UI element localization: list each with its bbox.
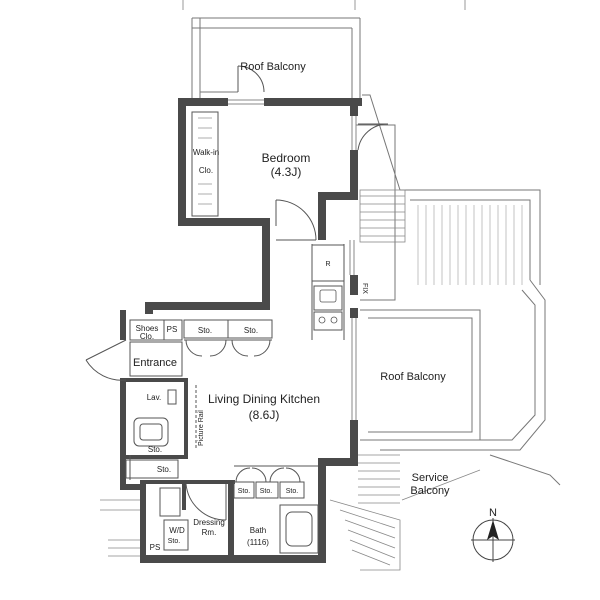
stove-icon: [318, 289, 338, 324]
entrance-label: Entrance: [133, 357, 177, 369]
ps-top-label: PS: [167, 325, 178, 334]
roof-balcony-right-outline: [355, 94, 561, 486]
top-cut-lines: [182, 0, 466, 10]
walk-in-label-a: Walk-in: [193, 148, 219, 157]
dressing-label-a: Dressing: [193, 518, 225, 527]
walk-in-label-b: Clo.: [199, 166, 213, 175]
roof-balcony-top-outline: [191, 17, 361, 100]
sto-label-2: Sto.: [244, 326, 258, 335]
closet-rod: [198, 117, 212, 205]
service-balcony-label-b: Balcony: [410, 485, 450, 497]
service-balcony-steps: [329, 454, 481, 571]
bottom-left-strip: [100, 499, 145, 557]
shoes-label-a: Shoes: [136, 324, 159, 333]
roof-balcony-right-label: Roof Balcony: [380, 371, 446, 383]
room-labels: Roof Balcony Bedroom (4.3J) Walk-in Clo.…: [133, 61, 450, 552]
bedroom-label: Bedroom: [262, 151, 311, 165]
windows: [228, 99, 357, 420]
lav-label: Lav.: [147, 393, 162, 402]
picture-rail-label: Picture Rail: [198, 410, 205, 446]
sto-label-4: Sto.: [157, 465, 171, 474]
sto-label-7: Sto.: [286, 488, 299, 495]
sto-label-6: Sto.: [260, 488, 273, 495]
ps-bottom-label: PS: [150, 543, 161, 552]
door-swings: [85, 65, 389, 521]
ldk-size-label: (8.6J): [249, 408, 280, 422]
steps-top-right: [359, 189, 406, 243]
walls: [120, 98, 362, 563]
refrigerator-label: R: [325, 261, 330, 268]
interior-lines: [125, 111, 345, 554]
fix-label: FIX: [361, 283, 368, 294]
compass-north-label: N: [489, 507, 497, 519]
deck-lines-right: [417, 205, 523, 285]
north-compass: N: [471, 507, 515, 562]
service-balcony-label-a: Service: [412, 472, 449, 484]
sto-label-1: Sto.: [198, 326, 212, 335]
north-arrow-icon: [487, 520, 499, 540]
roof-balcony-top-label: Roof Balcony: [240, 61, 306, 73]
ldk-label: Living Dining Kitchen: [208, 392, 320, 406]
sto-label-8: Sto.: [168, 538, 181, 545]
bedroom-size-label: (4.3J): [271, 165, 302, 179]
dressing-label-b: Rm.: [202, 528, 217, 537]
shoes-label-b: Clo.: [140, 332, 154, 341]
sto-label-5: Sto.: [238, 488, 251, 495]
sto-label-3: Sto.: [148, 445, 162, 454]
bath-size-label: (1116): [247, 538, 269, 547]
bath-label: Bath: [250, 526, 266, 535]
wd-label: W/D: [169, 526, 185, 535]
